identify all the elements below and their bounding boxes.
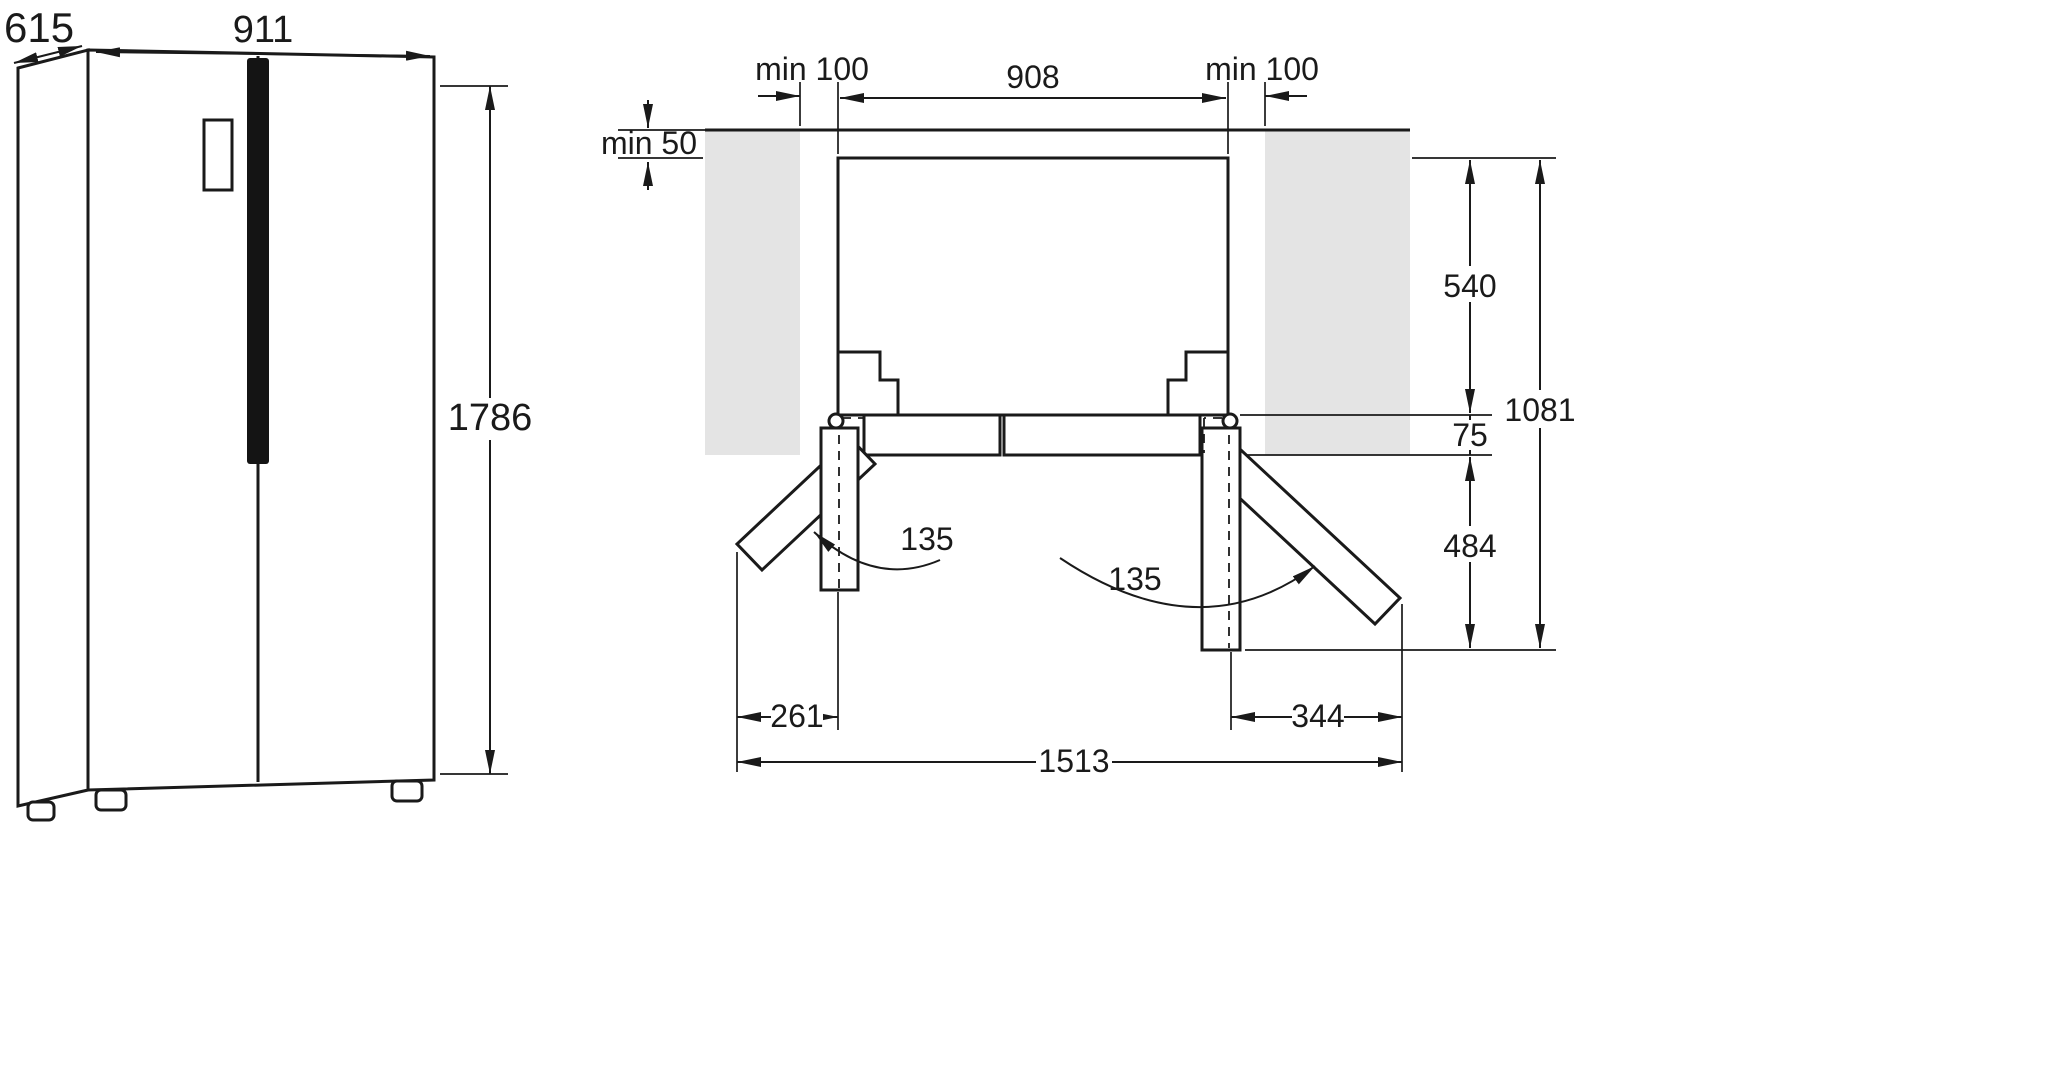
dim-label-height: 1786 (448, 397, 533, 439)
right-angle-arc (1059, 557, 1316, 608)
cabinet-step-right (1166, 350, 1228, 415)
fridge-side-panel (16, 48, 90, 808)
door-handle-strip (247, 58, 269, 464)
dim-label-door-depth: 75 (1452, 417, 1488, 453)
dim-line-depth (13, 45, 83, 64)
display-panel (202, 118, 234, 192)
dim-label-overall-width: 1513 (1038, 743, 1109, 779)
right-hinge-pivot (1221, 412, 1239, 430)
dim-label-right-clearance: min 100 (1205, 51, 1319, 87)
dim-line-width (95, 47, 431, 61)
dim-label-cabinet-depth: 540 (1443, 268, 1496, 304)
cabinet-body-plan (836, 156, 1230, 417)
fridge-foot-back (26, 800, 56, 822)
left-wall (705, 130, 800, 455)
dim-label-left-clearance: min 100 (755, 51, 869, 87)
angle-label-right: 135 (1108, 561, 1161, 597)
label-mask (771, 701, 823, 733)
dim-label-niche-width: 908 (1006, 59, 1059, 95)
label-mask (446, 398, 534, 440)
dim-label-right-swing: 344 (1291, 698, 1344, 734)
right-wall (1265, 130, 1410, 455)
right-door-closed (1002, 413, 1202, 457)
label-mask (1438, 526, 1502, 562)
left-hinge-pivot (827, 412, 845, 430)
dim-label-overall-depth: 1081 (1504, 392, 1575, 428)
installation-plan-view: 135 135 (705, 128, 1410, 652)
label-mask (1494, 390, 1586, 428)
refrigerator-front-view (16, 48, 436, 822)
dim-label-depth: 615 (4, 4, 74, 51)
left-door-closed (862, 413, 1002, 457)
right-door-open-90 (1200, 426, 1242, 652)
left-hinge-dashed (842, 417, 865, 453)
label-mask (1292, 701, 1344, 733)
right-hinge-dashed (1203, 417, 1222, 453)
dim-label-left-swing: 261 (770, 698, 823, 734)
dim-label-width: 911 (233, 9, 294, 51)
dim-label-door-projection: 484 (1443, 528, 1496, 564)
angle-label-left: 135 (900, 521, 953, 557)
label-mask (1450, 420, 1490, 450)
dim-label-rear-clearance: min 50 (601, 125, 697, 161)
cabinet-step-left (838, 350, 900, 415)
front-view-dimensions: 615 911 1786 (4, 4, 534, 775)
plan-view-dimensions: min 50 min 100 908 min 100 540 75 484 10… (601, 51, 1586, 779)
fridge-foot-front-right (390, 779, 424, 803)
label-mask (1036, 746, 1112, 778)
label-mask (1438, 266, 1502, 302)
left-angle-arc (813, 531, 941, 571)
fridge-foot-front-left (94, 788, 128, 812)
